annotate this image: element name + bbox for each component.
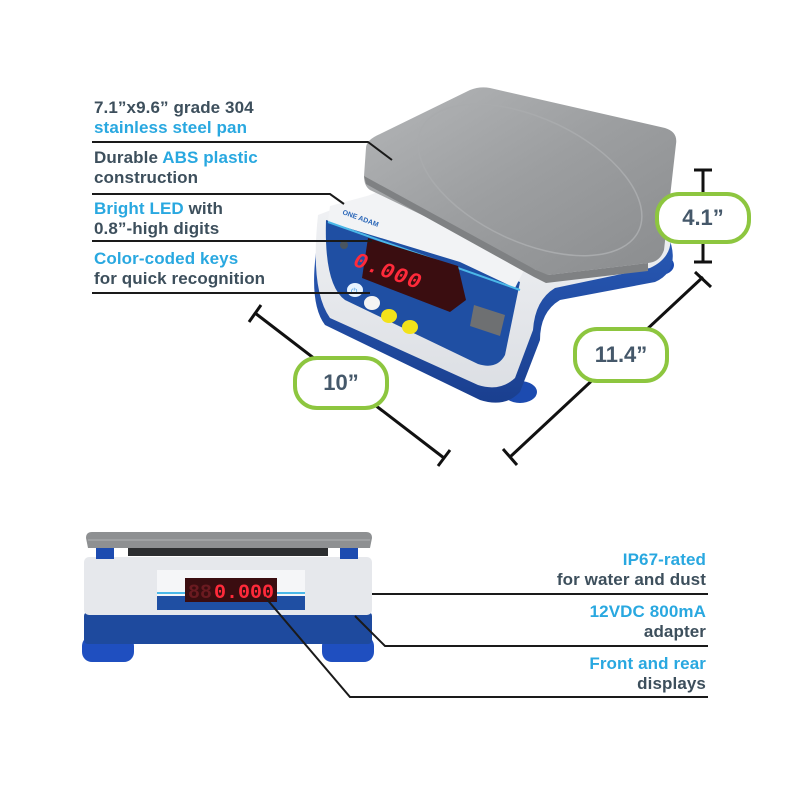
feature-displays: Front and rear displays [589,654,706,693]
tare-key [381,309,397,323]
feature-abs-plastic: Durable ABS plastic construction [94,148,258,187]
feature-led: Bright LED with 0.8”-high digits [94,199,223,238]
zero-key [402,320,418,334]
callout-line-abs [92,193,345,205]
dimension-height-badge: 4.1” [655,192,751,244]
function-key [364,296,380,310]
feature-ip67: IP67-rated for water and dust [556,550,706,589]
dimension-width-badge: 10” [293,356,389,410]
feature-adapter: 12VDC 800mA adapter [589,602,706,641]
dimension-depth-badge: 11.4” [573,327,669,383]
svg-text:⏻: ⏻ [351,287,358,296]
feature-color-keys: Color-coded keys for quick recognition [94,249,266,288]
callout-line-pan [92,141,393,161]
feature-pan: 7.1”x9.6” grade 304 stainless steel pan [94,98,254,137]
